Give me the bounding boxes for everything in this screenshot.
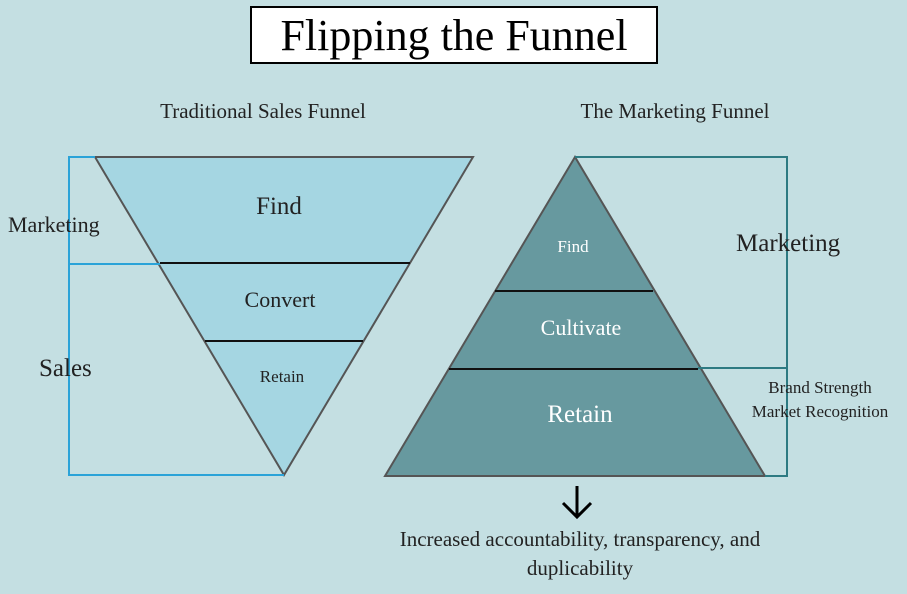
traditional-bracket-sales: Sales	[39, 355, 92, 382]
traditional-funnel-shape	[93, 156, 475, 477]
marketing-stage-find: Find	[557, 237, 589, 256]
traditional-stage-retain: Retain	[259, 367, 305, 386]
traditional-stage-find: Find	[256, 193, 302, 220]
marketing-stage-retain: Retain	[547, 401, 613, 428]
marketing-funnel-shape	[383, 155, 767, 477]
traditional-heading: Traditional Sales Funnel	[160, 99, 366, 123]
left-bracket	[68, 156, 284, 476]
traditional-stage-convert: Convert	[244, 287, 316, 312]
marketing-bracket-market-recognition: Market Recognition	[751, 402, 889, 421]
arrow-down-icon	[561, 486, 593, 520]
marketing-bracket-brand-strength: Brand Strength	[768, 378, 872, 397]
marketing-heading: The Marketing Funnel	[580, 99, 770, 123]
marketing-stage-cultivate: Cultivate	[540, 315, 622, 340]
marketing-bracket-marketing: Marketing	[736, 230, 841, 257]
page-title: Flipping the Funnel	[250, 6, 658, 64]
outcome-text: Increased accountability, transparency, …	[399, 527, 761, 580]
traditional-bracket-marketing: Marketing	[8, 212, 100, 237]
right-bracket	[575, 156, 788, 477]
